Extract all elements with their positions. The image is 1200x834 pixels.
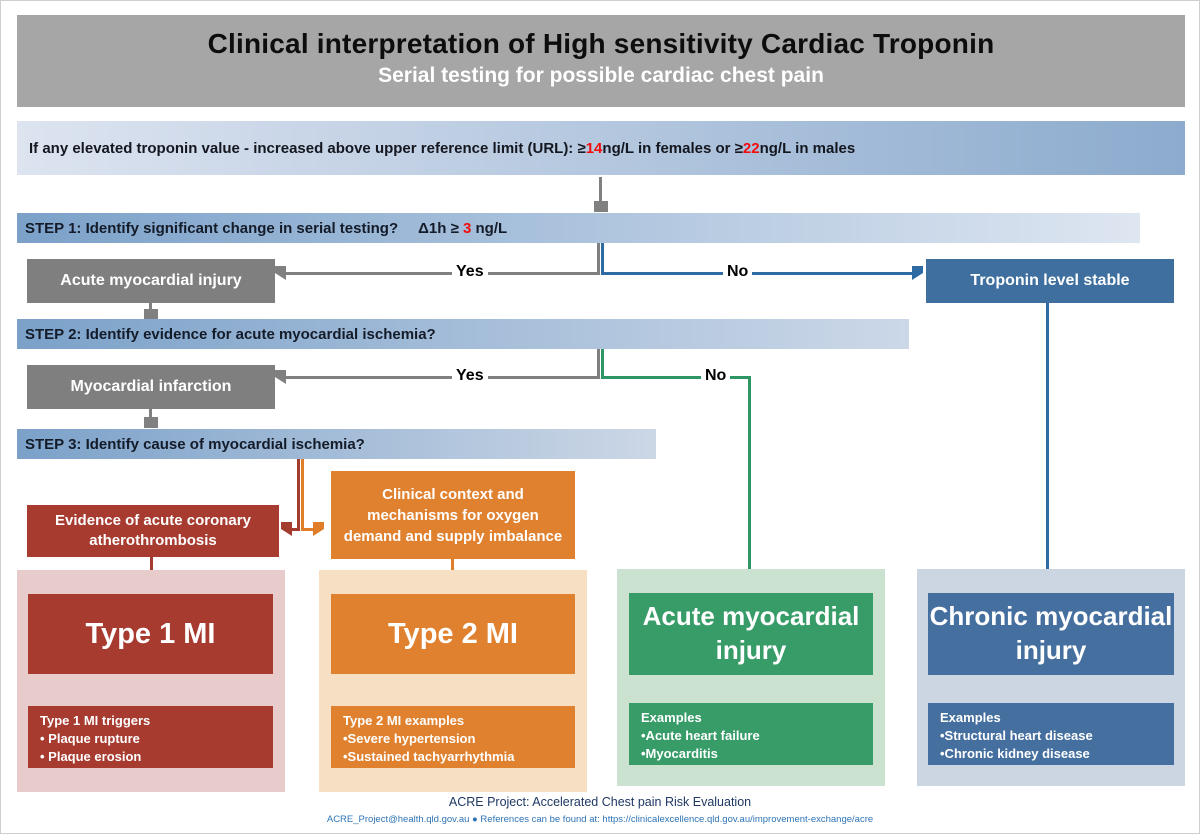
type2-mi-header: Type 2 MI	[331, 594, 575, 674]
banner-to-step1-connector	[599, 177, 602, 202]
step2-no-line-vertical	[748, 376, 751, 581]
banner-text-prefix: If any elevated troponin value - increas…	[29, 139, 586, 157]
footer-project-line: ACRE Project: Accelerated Chest pain Ris…	[448, 795, 752, 809]
step1-split-gray-stub	[597, 243, 600, 275]
acute-injury-header: Acute myocardial injury	[629, 593, 873, 675]
male-threshold-value: 22	[742, 139, 760, 157]
chronic-injury-detail-box: Examples •Structural heart disease •Chro…	[928, 703, 1174, 765]
page-title: Clinical interpretation of High sensitiv…	[207, 28, 995, 59]
type2-mi-detail-box: Type 2 MI examples •Severe hypertension …	[331, 706, 575, 768]
female-threshold-value: 14	[585, 139, 603, 157]
list-item: • Plaque erosion	[40, 749, 142, 765]
step3-bar: STEP 3: Identify cause of myocardial isc…	[17, 429, 656, 459]
list-item: •Sustained tachyarrhythmia	[343, 749, 515, 765]
acute-detail-title: Examples	[641, 710, 702, 725]
atherothrombosis-box: Evidence of acute coronary atherothrombo…	[27, 505, 279, 557]
step2-split-green-stub	[601, 349, 604, 379]
type1-mi-header: Type 1 MI	[28, 594, 273, 674]
bidirectional-red-line	[292, 528, 300, 531]
step3-label: STEP 3: Identify cause of myocardial isc…	[25, 435, 365, 453]
acute-injury-detail-box: Examples •Acute heart failure •Myocardit…	[629, 703, 873, 765]
step1-yes-arrowhead-icon	[275, 266, 286, 280]
step1-criteria: Δ1h ≥ 3 ng/L	[418, 219, 508, 237]
type1-detail-title: Type 1 MI triggers	[40, 713, 151, 728]
acute-injury-to-step2-arrowhead-icon	[144, 309, 158, 320]
banner-text-suffix: ng/L in males	[759, 139, 856, 157]
myocardial-infarction-box: Myocardial infarction	[27, 365, 275, 409]
step2-no-line-horizontal	[604, 376, 751, 379]
mi-to-step3-arrowhead-icon	[144, 417, 158, 428]
step1-no-label: No	[723, 263, 753, 281]
stable-to-chronic-connector	[1046, 303, 1049, 581]
step3-orange-stub	[301, 459, 304, 531]
bidirectional-orange-line	[304, 528, 314, 531]
type2-detail-title: Type 2 MI examples	[343, 713, 465, 728]
step1-delta-value: 3	[463, 219, 472, 237]
troponin-threshold-banner: If any elevated troponin value - increas…	[17, 121, 1185, 175]
step1-label: STEP 1: Identify significant change in s…	[25, 219, 399, 237]
list-item: • Plaque rupture	[40, 731, 140, 747]
bidirectional-left-arrowhead-icon	[281, 522, 292, 536]
footer-contact-line: ACRE_Project@health.qld.gov.au ● Referen…	[326, 814, 874, 825]
step1-no-line	[604, 272, 914, 275]
list-item: •Myocarditis	[641, 746, 718, 762]
athero-to-type1-connector	[150, 557, 153, 582]
oxygen-imbalance-box: Clinical context and mechanisms for oxyg…	[331, 471, 575, 559]
bidirectional-right-arrowhead-icon	[313, 522, 324, 536]
step2-label: STEP 2: Identify evidence for acute myoc…	[25, 325, 436, 343]
chronic-injury-header: Chronic myocardial injury	[928, 593, 1174, 675]
step2-yes-line	[284, 376, 598, 379]
step2-no-label: No	[701, 367, 731, 385]
title-block: Clinical interpretation of High sensitiv…	[17, 15, 1185, 107]
step1-yes-line	[284, 272, 598, 275]
list-item: •Structural heart disease	[940, 728, 1093, 744]
list-item: •Acute heart failure	[641, 728, 760, 744]
acute-injury-to-step2-connector	[149, 303, 152, 310]
list-item: •Chronic kidney disease	[940, 746, 1090, 762]
banner-to-step1-arrowhead-icon	[594, 201, 608, 212]
step2-bar: STEP 2: Identify evidence for acute myoc…	[17, 319, 909, 349]
acute-myocardial-injury-box: Acute myocardial injury	[27, 259, 275, 303]
page-subtitle: Serial testing for possible cardiac ches…	[378, 64, 824, 87]
step2-yes-arrowhead-icon	[275, 370, 286, 384]
mi-to-step3-connector	[149, 409, 152, 418]
step2-split-gray-stub	[597, 349, 600, 379]
step1-no-arrowhead-icon	[912, 266, 923, 280]
banner-text-middle: ng/L in females or ≥	[602, 139, 743, 157]
step1-yes-label: Yes	[452, 263, 488, 281]
list-item: •Severe hypertension	[343, 731, 476, 747]
step1-split-blue-stub	[601, 243, 604, 275]
chronic-detail-title: Examples	[940, 710, 1001, 725]
type1-mi-detail-box: Type 1 MI triggers • Plaque rupture • Pl…	[28, 706, 273, 768]
troponin-level-stable-box: Troponin level stable	[926, 259, 1174, 303]
step3-red-stub	[297, 459, 300, 531]
step1-bar: STEP 1: Identify significant change in s…	[17, 213, 1140, 243]
step2-yes-label: Yes	[452, 367, 488, 385]
